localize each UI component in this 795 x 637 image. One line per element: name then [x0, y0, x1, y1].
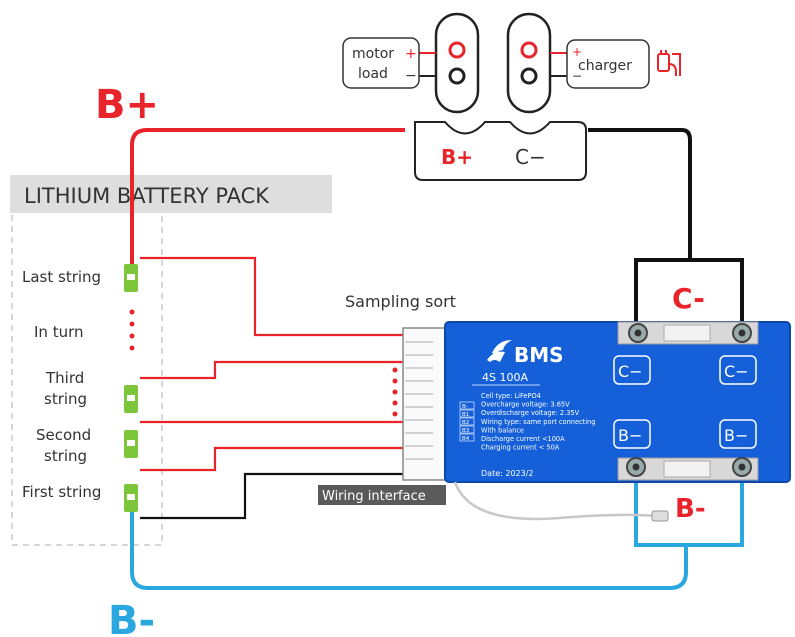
bms-pin-box [459, 433, 475, 442]
bms-pin-label: B1 [462, 412, 469, 418]
balance-wire-first [140, 472, 405, 520]
pack-title: LITHIUM BATTERY PACK [24, 184, 270, 208]
bms-spec-line: Wiring type: same port connecting [481, 418, 595, 426]
switch-right [506, 12, 552, 114]
label-b-minus-small: B- [675, 494, 706, 524]
bms-pin-box [459, 417, 475, 426]
bms-model: 4S 100A [482, 371, 528, 384]
bms-spec-line: Overdischarge voltage: 2.35V [481, 409, 580, 417]
pad-b-right-label: B− [724, 426, 748, 445]
bms-spec-line: Discharge current <100A [481, 435, 565, 443]
pad-c-right [719, 355, 757, 385]
label-third-1: Third [45, 369, 84, 387]
pad-c-right-label: C− [724, 362, 749, 381]
bms-brand: BMS [514, 343, 564, 367]
charger-text: charger [578, 58, 632, 74]
bms-spec-line: Cell type: LiFePO4 [481, 392, 541, 400]
balance-connector [402, 327, 446, 481]
temp-probe-cable [453, 481, 656, 521]
bms-pin-box [459, 425, 475, 434]
label-first-string: First string [22, 483, 101, 501]
in-turn-dots [129, 309, 135, 351]
balance-wire-last [140, 256, 405, 337]
c-minus-wire [588, 128, 692, 258]
label-last-string: Last string [22, 268, 101, 286]
pad-c-left-label: C− [618, 362, 643, 381]
bms-spec-line: Charging current < 50A [481, 444, 560, 452]
charger-minus: − [572, 69, 582, 83]
cell-connectors [124, 264, 138, 512]
label-second-2: string [44, 447, 87, 465]
bms-pin-box [459, 409, 475, 418]
bms-pin-box [459, 401, 475, 410]
pad-c-left [613, 355, 651, 385]
pack-title-bar [10, 175, 332, 213]
connector-ridges [405, 341, 433, 460]
b-minus-bridge [634, 468, 744, 547]
charger-plus: + [572, 45, 582, 59]
bms-spec-line: Overcharge voltage: 3.65V [481, 401, 570, 409]
pad-b-right [719, 419, 757, 449]
label-third-2: string [44, 390, 87, 408]
sampling-sort-label: Sampling sort [345, 292, 456, 311]
switch-left [434, 12, 480, 114]
pad-b-left [613, 419, 651, 449]
label-b-minus: B- [108, 598, 155, 637]
bms-board [445, 322, 790, 482]
wiring-interface-bar [318, 485, 446, 505]
pad-b-left-label: B− [618, 426, 642, 445]
label-c-minus: C- [672, 282, 705, 315]
bms-logo-icon [487, 340, 512, 362]
charger-box [566, 39, 650, 89]
label-in-turn: In turn [34, 323, 84, 341]
c-minus-bridge [634, 258, 744, 330]
terminal-b-plus: B+ [441, 145, 473, 169]
bms-pin-label: B- [462, 404, 468, 410]
motor-plus: + [405, 46, 417, 62]
sampling-dots [392, 367, 398, 417]
bms-pin-label: B3 [462, 428, 470, 434]
load-text: load [358, 66, 388, 82]
bms-spec-line: With balance [481, 426, 524, 434]
terminal-c-minus: C− [515, 145, 546, 169]
bms-date: Date: 2023/2 [481, 469, 534, 478]
terminal-block [414, 121, 587, 181]
motor-text: motor [352, 46, 394, 62]
plug-icon [657, 50, 681, 76]
bms-pin-label: B4 [462, 436, 470, 442]
label-second-1: Second [36, 426, 91, 444]
bms-pin-label: B2 [462, 420, 469, 426]
motor-minus: − [405, 68, 417, 84]
b-minus-wire [130, 500, 688, 590]
label-b-plus: B+ [95, 82, 159, 128]
balance-wire-second-b [140, 446, 405, 472]
wiring-interface-label: Wiring interface [322, 489, 426, 504]
b-plus-wire [130, 128, 405, 265]
motor-load-box [342, 37, 420, 89]
balance-wire-third [140, 360, 405, 380]
